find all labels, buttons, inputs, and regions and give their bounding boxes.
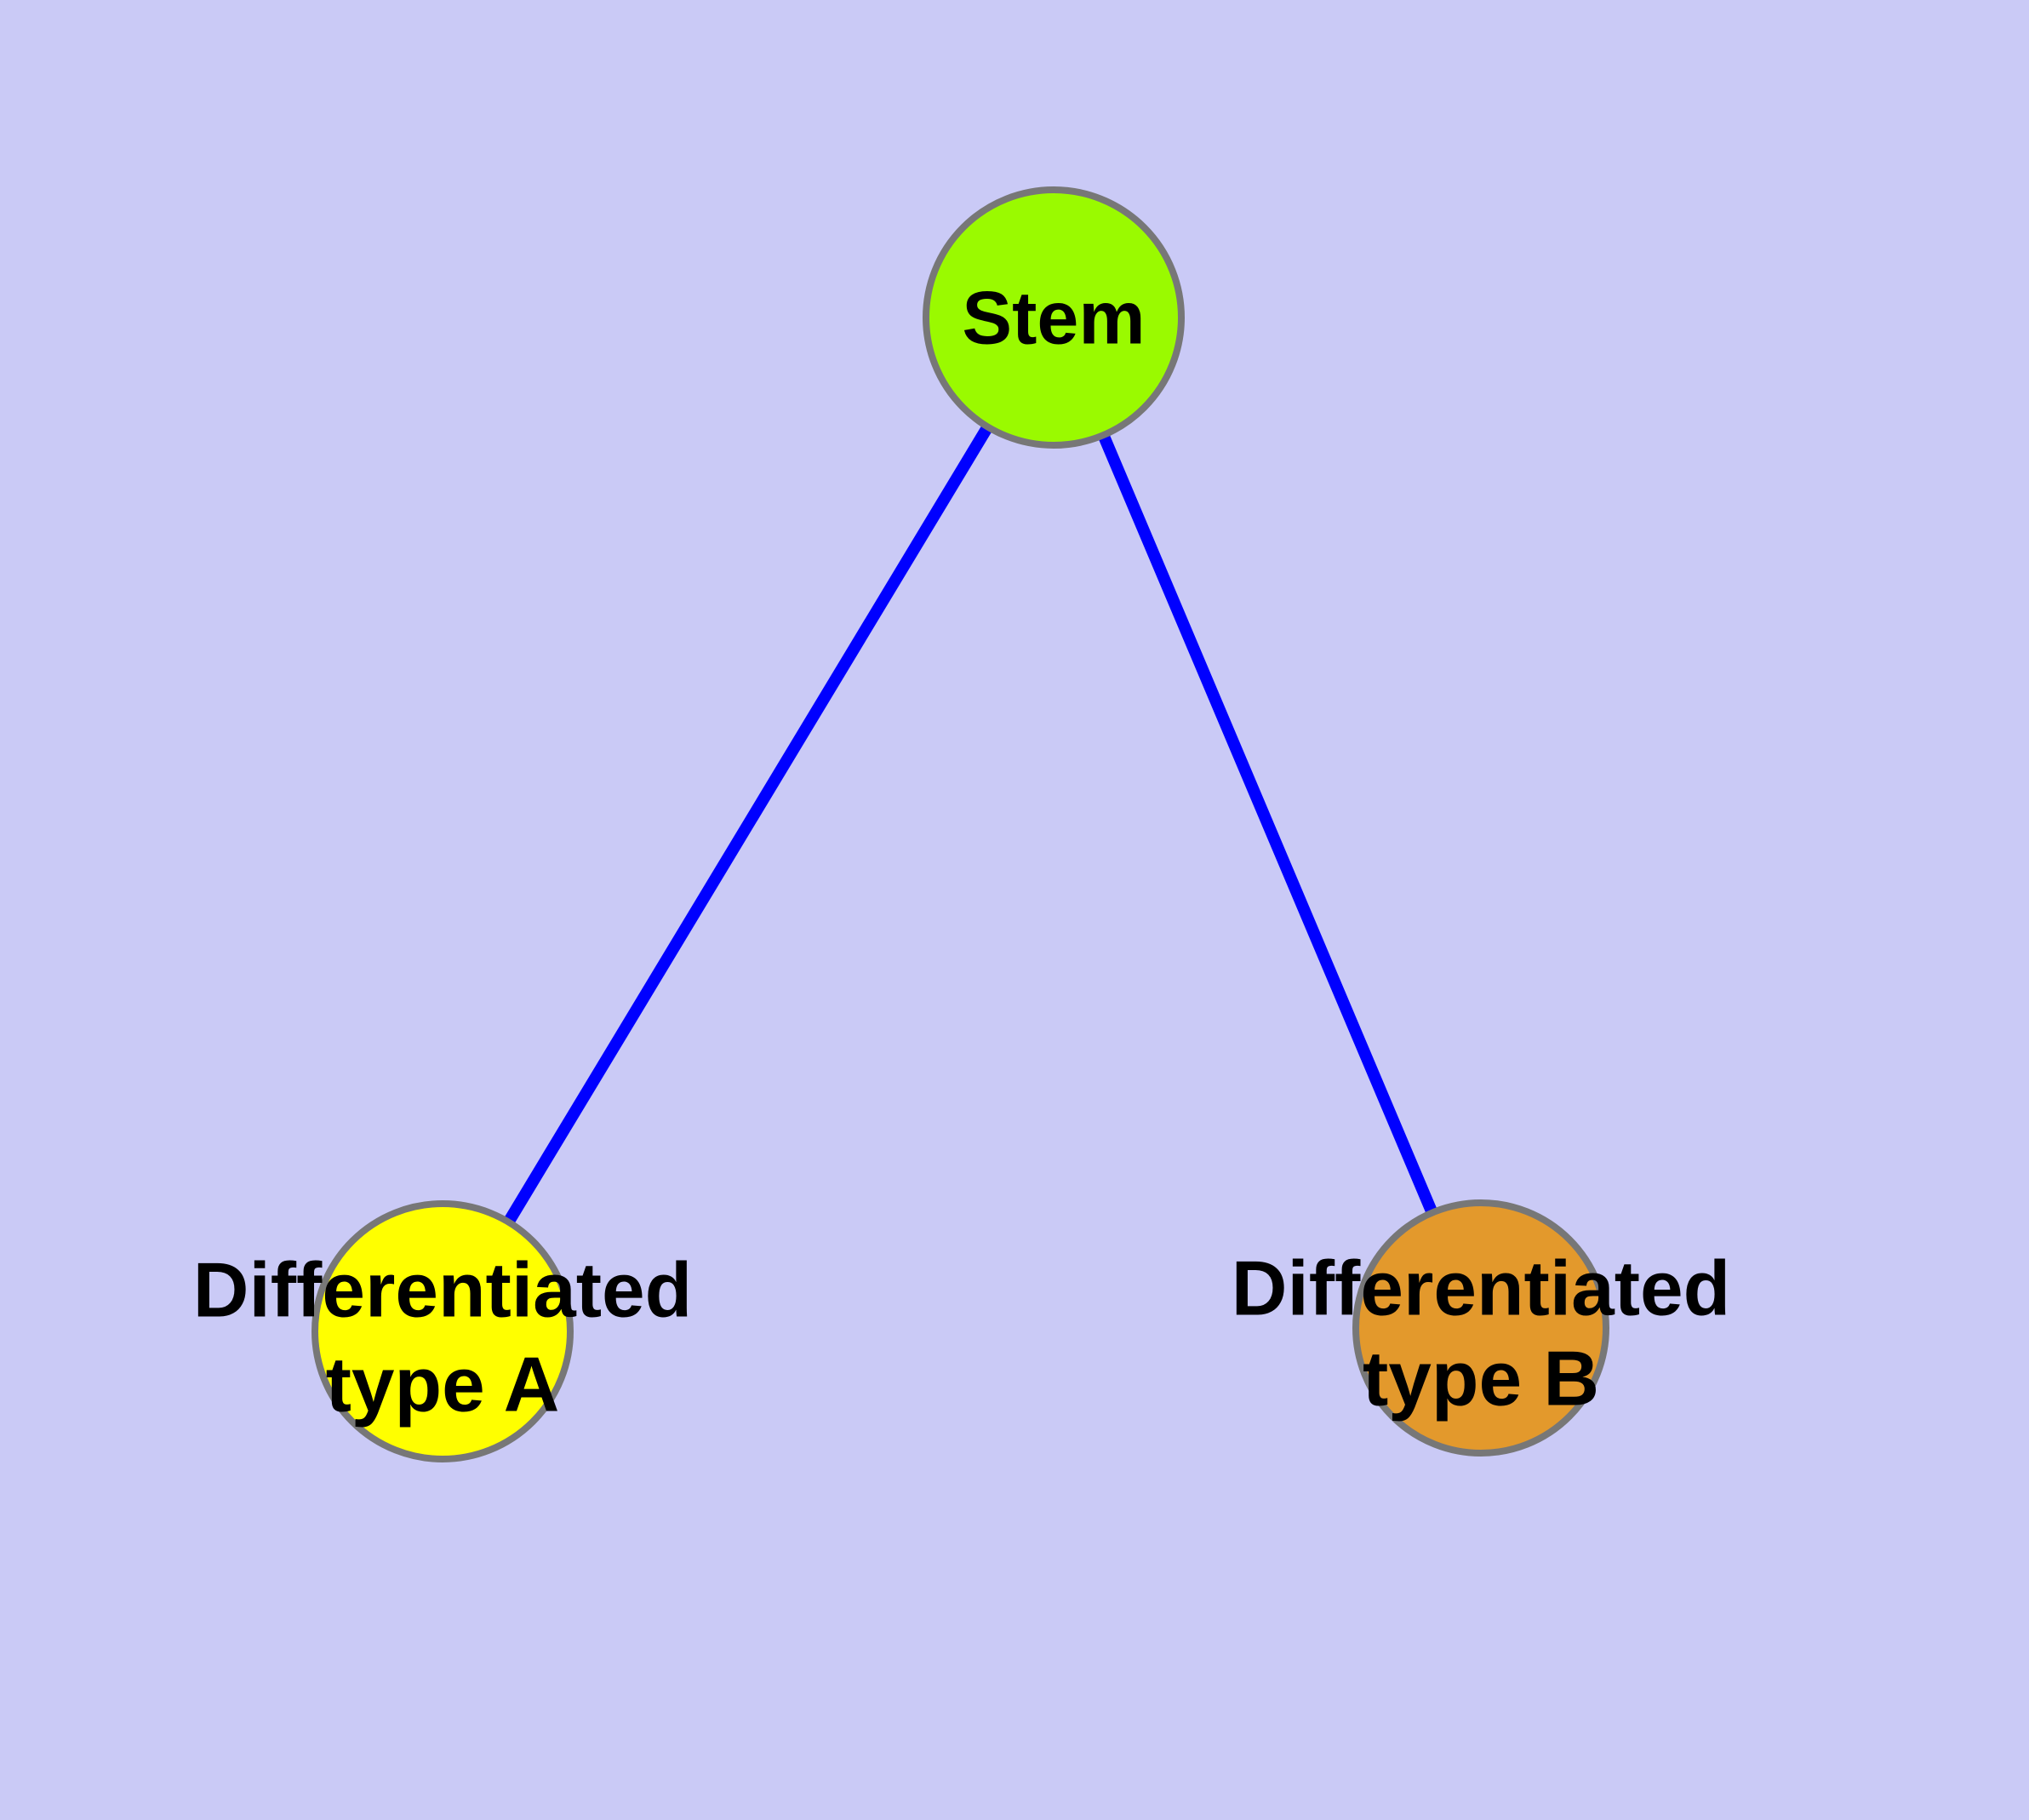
edge-stem-to-type-a <box>437 314 1059 1335</box>
differentiated-type-a-label-line1: Differentiated <box>193 1248 693 1334</box>
stem-node-circle <box>923 186 1185 449</box>
differentiated-type-b-label-line1: Differentiated <box>1232 1246 1731 1332</box>
differentiated-type-a-label-line2: type A <box>326 1342 560 1428</box>
stem-node-label: Stem <box>962 276 1145 360</box>
differentiated-type-a-node-circle <box>311 1200 574 1462</box>
differentiated-type-b-node-circle <box>1352 1199 1609 1457</box>
differentiated-type-b-label-line2: type B <box>1363 1336 1599 1422</box>
edge-stem-to-type-b <box>1048 315 1487 1331</box>
